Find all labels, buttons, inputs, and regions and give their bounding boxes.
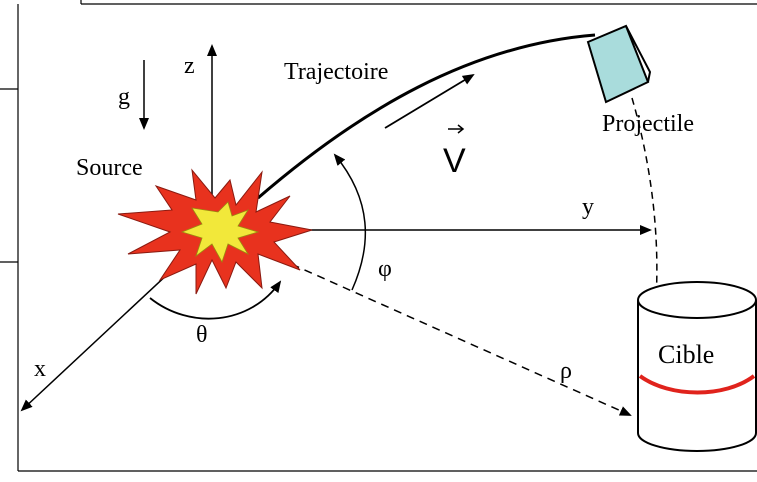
projectile-fall-line <box>631 97 658 301</box>
theta-label: θ <box>196 322 208 348</box>
velocity-label: V <box>443 142 466 180</box>
rho-label: ρ <box>560 358 572 384</box>
y-axis-label: y <box>582 194 594 220</box>
phi-arc <box>333 153 366 291</box>
x-axis-label: x <box>34 356 46 382</box>
projectile-label: Projectile <box>602 111 694 137</box>
velocity-vector-tip <box>457 124 465 134</box>
trajectory-label: Trajectoire <box>284 59 388 85</box>
projectile-icon <box>586 24 652 104</box>
phi-label: φ <box>378 256 392 282</box>
z-axis-label: z <box>184 53 195 79</box>
trajectory-curve <box>257 33 596 200</box>
cylinder-target-icon <box>637 281 757 452</box>
explosion-icon <box>117 168 313 295</box>
frame <box>0 0 757 472</box>
target-label: Cible <box>658 340 714 369</box>
velocity-arrow <box>384 73 475 129</box>
gravity-label: g <box>118 84 130 110</box>
source-label: Source <box>76 155 143 181</box>
theta-arc <box>149 280 282 320</box>
